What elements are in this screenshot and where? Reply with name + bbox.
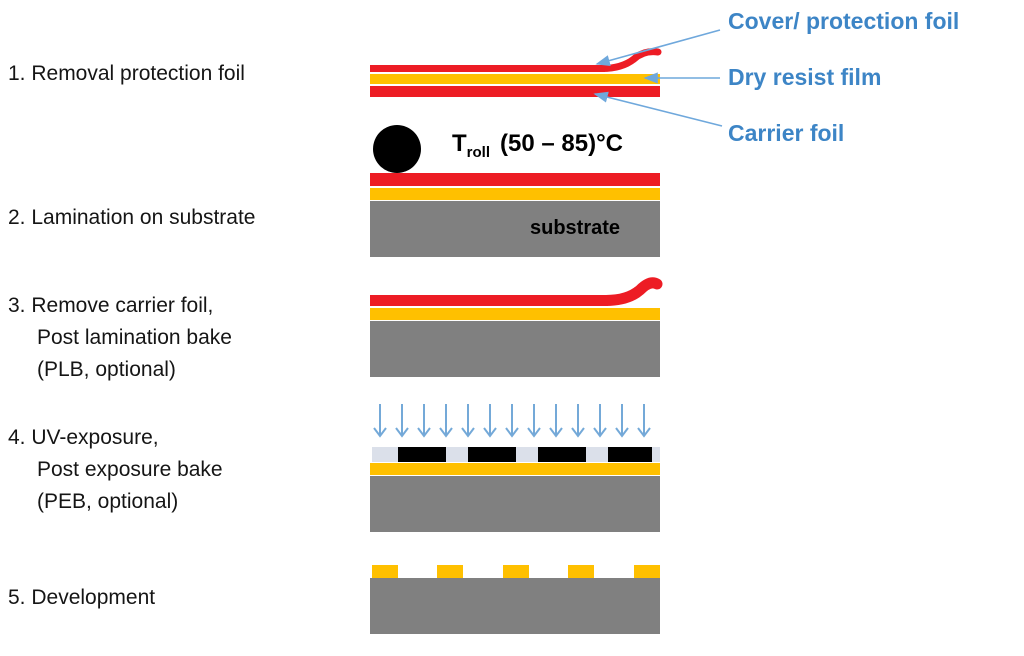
dry-resist-layer-step3 [370,308,660,320]
resist-block [372,565,398,578]
mask-block [608,447,652,462]
cover-foil-peel-icon [370,48,662,72]
dry-resist-layer-step1 [370,74,660,84]
mask-block [398,447,446,462]
step-line: 4. UV-exposure, [8,426,159,449]
carrier-foil-layer-step1 [370,86,660,97]
developed-resist-pattern [372,565,660,578]
step-5-text: 5. Development [8,582,155,614]
step-line: (PEB, optional) [37,490,179,513]
step-line: (PLB, optional) [37,358,176,381]
dry-resist-layer-step4 [370,463,660,475]
step-line: Post lamination bake [37,326,232,349]
step-line: 1. Removal protection foil [8,62,245,85]
step-3-text: 3. Remove carrier foil, Post lamination … [8,290,232,386]
resist-block [437,565,463,578]
step-line: 3. Remove carrier foil, [8,294,214,317]
arrow-to-carrier-foil [593,91,723,127]
step-line: 5. Development [8,586,156,609]
substrate-step5 [370,578,660,634]
substrate-step3 [370,321,660,377]
step-4-text: 4. UV-exposure, Post exposure bake (PEB,… [8,422,223,518]
resist-block [634,565,660,578]
step-1-text: 1. Removal protection foil [8,58,245,90]
substrate-label: substrate [530,217,621,239]
substrate-step4 [370,476,660,532]
dry-resist-layer-step2 [370,188,660,200]
roll-temperature: Troll (50 – 85)°C [452,130,623,161]
uv-arrows-icon [373,403,651,437]
carrier-foil-layer-step2 [370,173,660,186]
resist-block [503,565,529,578]
t-subscript: roll [466,143,491,161]
t-range: (50 – 85)°C [500,130,624,157]
substrate-step2: substrate [370,201,660,257]
step-line: 2. Lamination on substrate [8,206,256,229]
step-2-text: 2. Lamination on substrate [8,202,256,234]
step-line: Post exposure bake [37,458,223,481]
resist-block [568,565,594,578]
photomask-strip [372,447,660,462]
label-carrier-foil: Carrier foil [728,120,845,146]
mask-block [468,447,516,462]
label-dry-resist: Dry resist film [728,64,882,90]
carrier-foil-peel-icon [370,277,663,306]
label-cover-foil: Cover/ protection foil [728,8,960,34]
lamination-roller-icon [373,125,421,173]
t-symbol: T [452,130,467,157]
mask-block [538,447,586,462]
